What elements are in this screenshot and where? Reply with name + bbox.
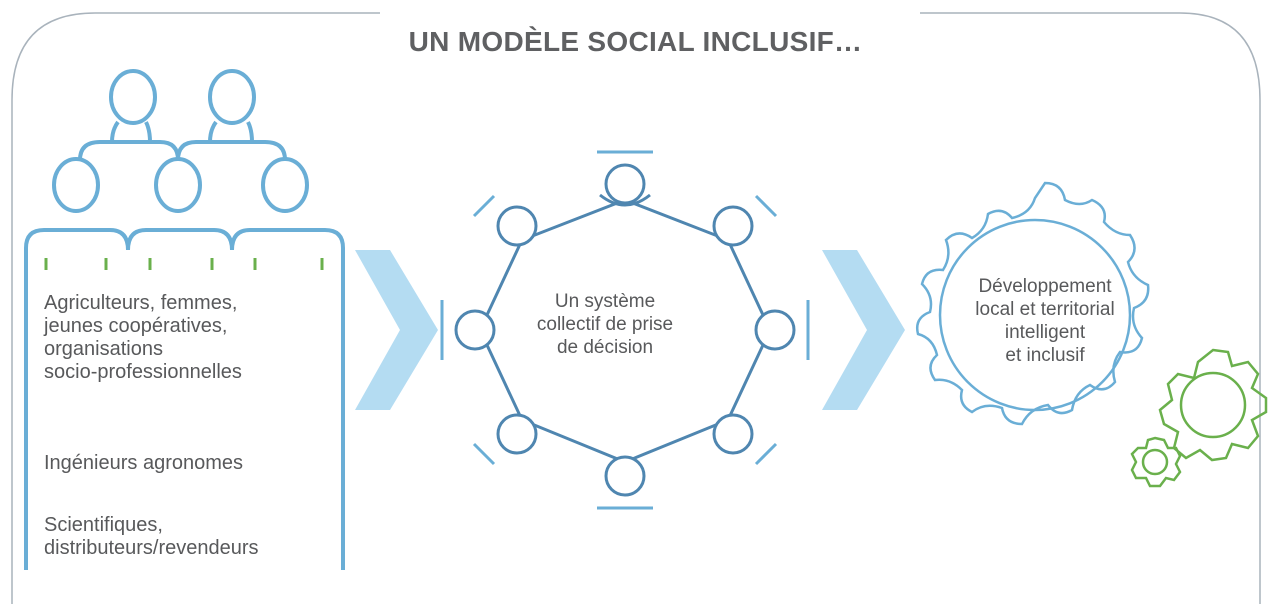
outer-frame bbox=[11, 12, 1261, 604]
arrow-2 bbox=[822, 250, 905, 410]
group-farmers-label: Agriculteurs, femmes, jeunes coopérative… bbox=[44, 292, 242, 383]
chairs bbox=[440, 150, 810, 510]
big-gear-icon bbox=[916, 181, 1150, 426]
green-ticks bbox=[44, 258, 324, 270]
org-chart-icon bbox=[24, 69, 345, 570]
green-gears-icon bbox=[1130, 348, 1268, 488]
big-gear-inner bbox=[938, 218, 1132, 412]
development-label: Développement local et territorial intel… bbox=[975, 276, 1115, 366]
group-scientists-label: Scientifiques, distributeurs/revendeurs bbox=[44, 514, 259, 559]
page-title: UN MODÈLE SOCIAL INCLUSIF… bbox=[0, 26, 1271, 58]
decision-system-label: Un système collectif de prise de décisio… bbox=[536, 291, 674, 358]
group-engineers-label: Ingénieurs agronomes bbox=[44, 452, 244, 474]
people-around-table bbox=[454, 163, 796, 497]
arrow-1 bbox=[355, 250, 438, 410]
